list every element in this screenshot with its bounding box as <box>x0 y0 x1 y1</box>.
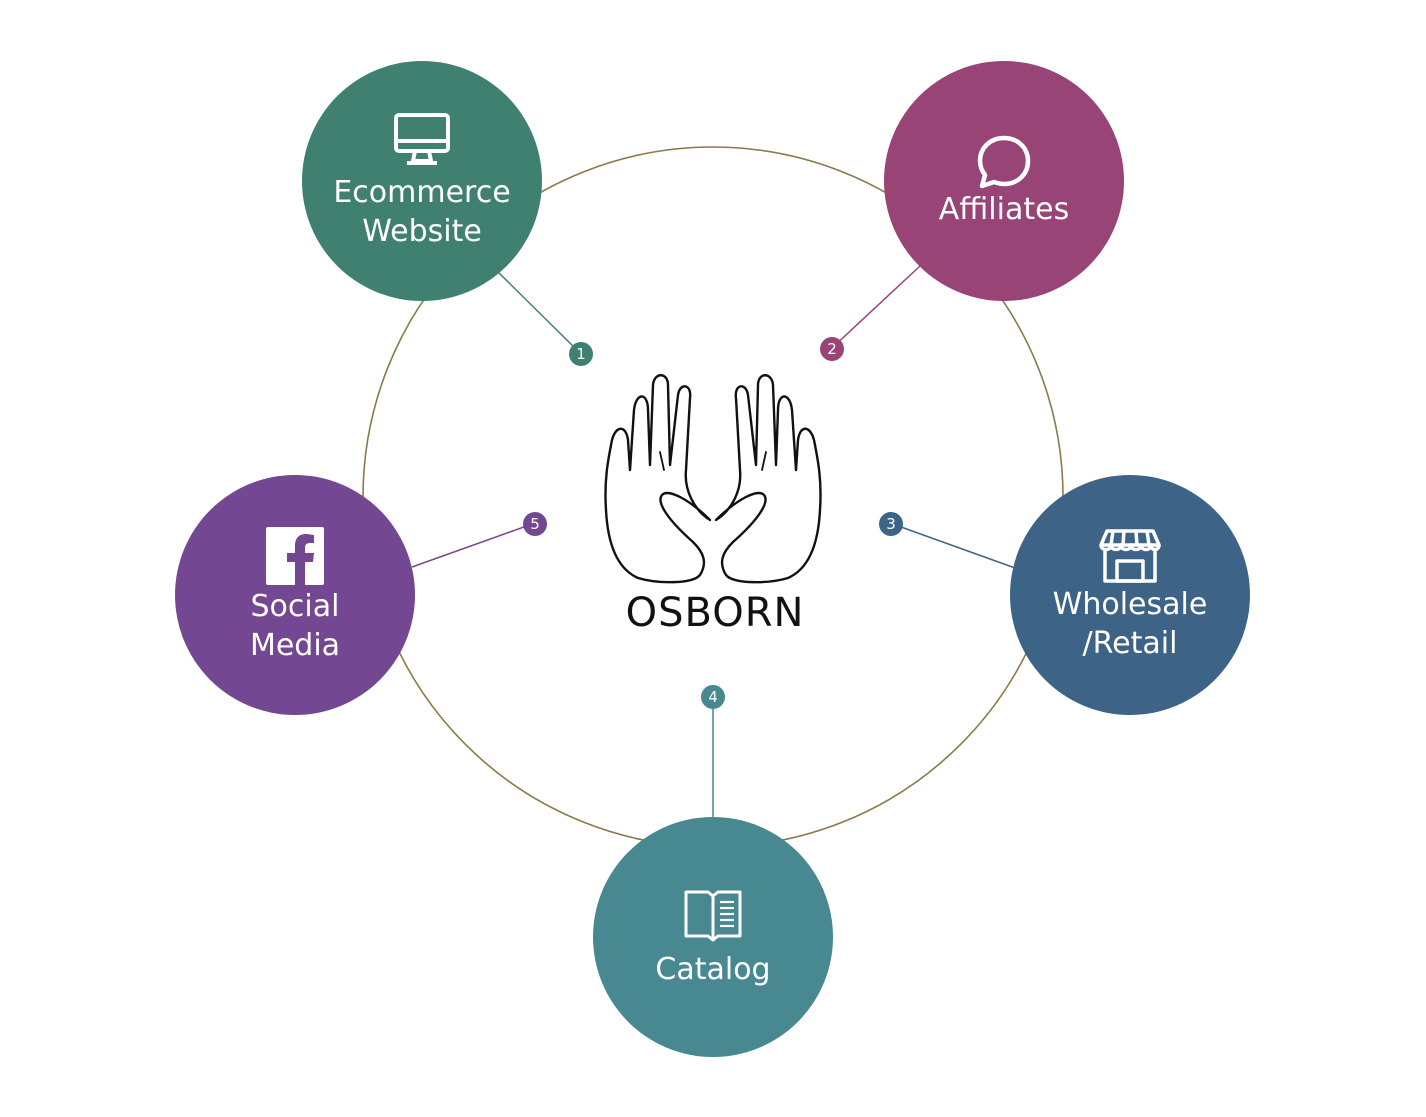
brand-name: OSBORN <box>625 590 805 636</box>
channel-node-social[interactable]: Social Media <box>175 475 415 715</box>
facebook-icon <box>266 527 324 585</box>
channel-label: Social Media <box>249 589 341 663</box>
channel-label: Affiliates <box>938 191 1070 227</box>
step-badge-3: 3 <box>879 512 903 536</box>
connector-3 <box>889 522 1016 569</box>
chat-bubble-icon <box>977 135 1031 188</box>
channel-node-ecommerce[interactable]: Ecommerce Website <box>302 61 542 301</box>
channel-node-wholesale[interactable]: Wholesale /Retail <box>1010 475 1250 715</box>
step-badge-1: 1 <box>569 342 593 366</box>
open-book-icon <box>684 890 742 941</box>
channel-node-catalog[interactable]: Catalog <box>593 817 833 1057</box>
channel-label: Wholesale /Retail <box>1052 587 1208 661</box>
osborn-hands-logo <box>604 374 822 584</box>
channel-label: Ecommerce Website <box>333 175 511 249</box>
channel-node-affiliates[interactable]: Affiliates <box>884 61 1124 301</box>
connector-1 <box>497 271 581 354</box>
step-badge-4: 4 <box>701 685 725 709</box>
connector-2 <box>831 265 921 349</box>
connector-5 <box>411 522 536 568</box>
storefront-icon <box>1099 529 1161 583</box>
step-badge-5: 5 <box>523 512 547 536</box>
step-badge-2: 2 <box>820 337 844 361</box>
channel-label: Catalog <box>655 951 771 987</box>
monitor-icon <box>394 113 450 165</box>
